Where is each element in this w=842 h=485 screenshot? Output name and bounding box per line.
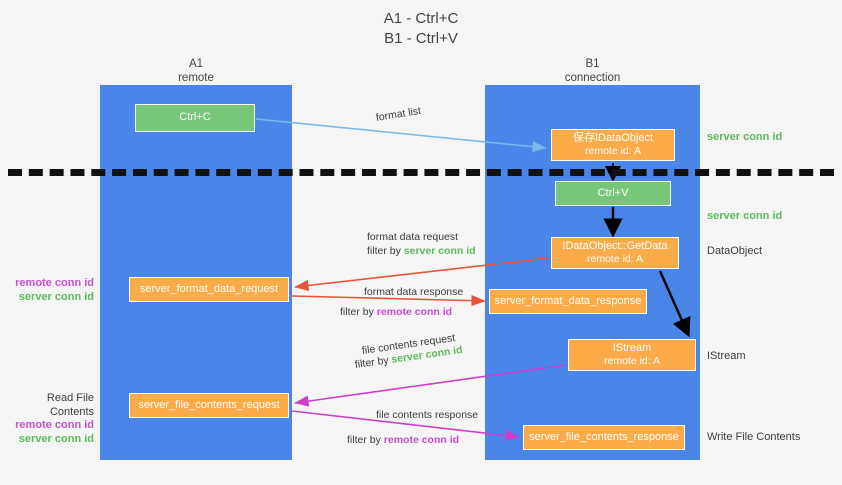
edge-filter-file-contents-response: filter by remote conn id (347, 433, 459, 447)
node-idataobject-getdata-subtitle: remote id: A (586, 253, 644, 265)
title-line-1: A1 - Ctrl+C (383, 10, 459, 27)
left-label-remote-conn-id-1: remote conn id (15, 277, 94, 289)
node-server-file-contents-request-label: server_file_contents_request (138, 398, 280, 411)
right-label-write-file-contents: Write File Contents (707, 431, 801, 443)
node-save-idataobject-subtitle: remote id: A (584, 145, 642, 157)
lane-b1-name: B1 (585, 58, 600, 70)
lane-a1-role: remote (178, 72, 214, 84)
edge-label-format-data-response: format data response (364, 286, 464, 298)
left-label-conn-ids-1: remote conn id server conn id (8, 277, 94, 304)
arrow-file-contents-request (294, 364, 567, 407)
arrow-getdata-to-istream (658, 270, 691, 338)
node-server-file-contents-request[interactable]: server_file_contents_request (129, 393, 289, 418)
node-idataobject-getdata[interactable]: IDataObject::GetData remote id: A (551, 237, 679, 269)
phase-divider (8, 169, 834, 176)
page-title: A1 - Ctrl+C B1 - Ctrl+V (0, 9, 842, 49)
node-ctrl-v[interactable]: Ctrl+V (555, 181, 671, 206)
node-ctrl-c[interactable]: Ctrl+C (135, 104, 255, 132)
left-label-remote-conn-id-2: remote conn id (15, 419, 94, 431)
node-istream-subtitle: remote id: A (603, 355, 661, 367)
node-save-idataobject[interactable]: 保存IDataObject remote id: A (551, 129, 675, 161)
node-istream-label: IStream (612, 341, 652, 354)
arrow-format-data-response (291, 295, 486, 307)
node-server-format-data-response[interactable]: server_format_data_response (489, 289, 647, 314)
node-server-format-data-request[interactable]: server_format_data_request (129, 277, 289, 302)
right-label-dataobject: DataObject (707, 245, 763, 257)
edge-filter-format-data-response: filter by remote conn id (340, 305, 452, 319)
filter-prefix: filter by (347, 434, 384, 446)
lane-b1-role: connection (564, 72, 621, 84)
lane-header-b1: B1 connection (485, 57, 700, 85)
arrow-format-list (255, 118, 547, 153)
node-server-file-contents-response-label: server_file_contents_response (529, 430, 679, 443)
node-server-format-data-request-label: server_format_data_request (139, 282, 279, 295)
arrow-format-data-request (294, 257, 550, 292)
lane-header-a1: A1 remote (100, 57, 292, 85)
edge-filter-format-data-request: filter by server conn id (367, 244, 476, 258)
node-idataobject-getdata-label: IDataObject::GetData (562, 239, 668, 252)
node-server-format-data-response-label: server_format_data_response (494, 294, 642, 307)
filter-value-remote-conn-id: remote conn id (383, 434, 460, 446)
left-label-read-file-contents: Read File Contents (46, 392, 94, 418)
title-line-2: B1 - Ctrl+V (384, 30, 458, 47)
right-label-server-conn-id-2: server conn id (707, 210, 783, 222)
filter-value-server-conn-id: server conn id (403, 245, 476, 257)
edge-label-format-data-request: format data request (367, 231, 459, 243)
right-label-istream: IStream (707, 350, 746, 362)
right-label-server-conn-id-1: server conn id (707, 131, 783, 143)
filter-value-remote-conn-id: remote conn id (376, 306, 453, 318)
node-ctrl-v-label: Ctrl+V (597, 186, 629, 199)
lane-a1-name: A1 (188, 58, 204, 70)
node-istream[interactable]: IStream remote id: A (568, 339, 696, 371)
node-ctrl-c-label: Ctrl+C (179, 111, 211, 124)
filter-prefix: filter by (367, 245, 404, 257)
left-label-read-file-contents-group: Read File Contents remote conn id server… (4, 392, 94, 446)
edge-label-file-contents-response: file contents response (376, 409, 479, 421)
node-save-idataobject-label: 保存IDataObject (572, 131, 654, 144)
filter-prefix: filter by (340, 306, 377, 318)
left-label-server-conn-id-1: server conn id (18, 290, 94, 303)
node-server-file-contents-response[interactable]: server_file_contents_response (523, 425, 685, 450)
left-label-server-conn-id-2: server conn id (18, 432, 94, 445)
arrow-file-contents-response (291, 410, 520, 442)
